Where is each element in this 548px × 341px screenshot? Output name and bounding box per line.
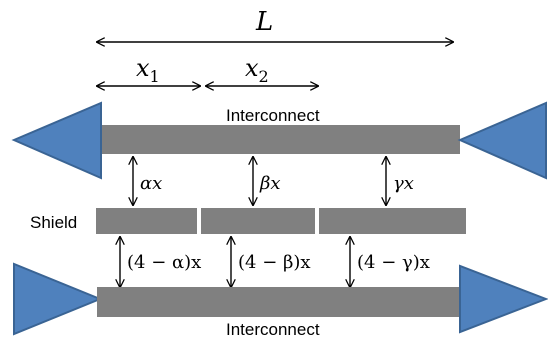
top-left-driver-triangle <box>11 101 102 180</box>
beta-gap-label: βx <box>259 173 281 194</box>
bottom-left-driver-triangle <box>13 262 103 336</box>
four-minus-gamma-gap-label: (4 − γ)x <box>357 252 430 273</box>
four-minus-beta-gap-label: (4 − β)x <box>238 252 311 273</box>
bottom-interconnect-wire <box>97 287 460 317</box>
top-right-driver-triangle <box>457 101 547 180</box>
bottom-right-driver-triangle <box>459 264 548 334</box>
x1-label: x1 <box>136 54 160 86</box>
shield-segment-1 <box>96 208 197 234</box>
shield-segment-2 <box>201 208 315 234</box>
x2-label: x2 <box>245 54 269 86</box>
top-interconnect-wire <box>98 125 460 154</box>
length-label: L <box>255 7 273 37</box>
gamma-gap-label: γx <box>393 173 414 194</box>
top-interconnect-label: Interconnect <box>226 106 320 125</box>
shield-segment-3 <box>319 208 466 234</box>
bottom-interconnect-label: Interconnect <box>226 320 320 339</box>
shield-label: Shield <box>30 213 77 232</box>
alpha-gap-label: αx <box>140 173 162 194</box>
four-minus-alpha-gap-label: (4 − α)x <box>127 252 201 273</box>
